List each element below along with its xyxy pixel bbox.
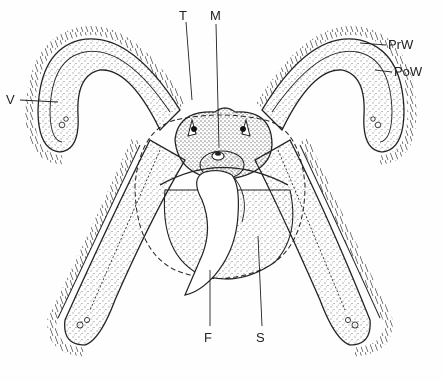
label-V: V [6, 92, 15, 107]
label-T-group: T [179, 8, 192, 100]
velar-lobe-upper-left [30, 31, 182, 160]
label-F: F [204, 330, 212, 345]
velar-lobe-lower-left [52, 140, 185, 352]
label-PrW: PrW [388, 37, 414, 52]
label-PoW: PoW [394, 64, 423, 79]
label-S: S [256, 330, 265, 345]
label-T: T [179, 8, 187, 23]
label-M: M [210, 8, 221, 23]
